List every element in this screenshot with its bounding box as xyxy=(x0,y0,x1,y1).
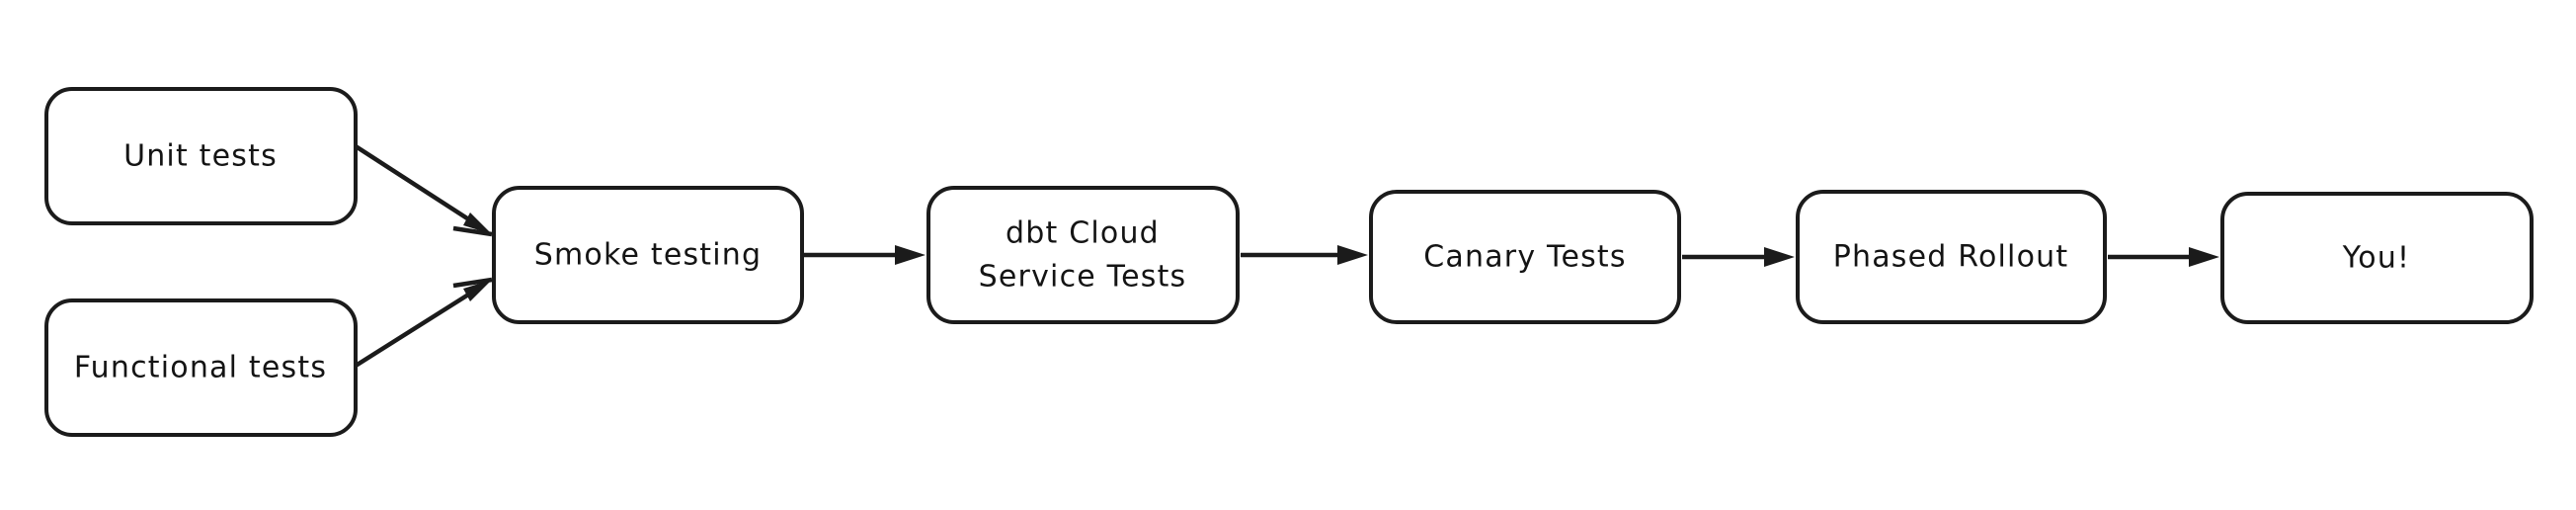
node-canary-tests-label: Canary Tests xyxy=(1423,240,1626,275)
node-you-label: You! xyxy=(2342,241,2411,276)
node-dbt-cloud-service-tests-label-line1: dbt Cloud xyxy=(1006,216,1160,251)
node-phased-rollout-label: Phased Rollout xyxy=(1833,240,2069,275)
node-smoke-testing-box[interactable] xyxy=(492,186,804,324)
node-dbt-cloud-service-tests[interactable]: dbt Cloud Service Tests xyxy=(926,186,1240,324)
node-dbt-cloud-service-tests-box[interactable] xyxy=(926,186,1240,324)
node-functional-tests[interactable]: Functional tests xyxy=(44,298,358,437)
node-functional-tests-box[interactable] xyxy=(44,298,358,437)
edge-dbt-to-canary xyxy=(1241,245,1368,265)
node-canary-tests-box[interactable] xyxy=(1369,190,1681,324)
node-dbt-cloud-service-tests-label-line2: Service Tests xyxy=(979,260,1187,295)
edge-functional-to-smoke xyxy=(354,277,493,368)
node-smoke-testing-label: Smoke testing xyxy=(534,238,763,273)
node-canary-tests[interactable]: Canary Tests xyxy=(1369,190,1681,324)
node-unit-tests-label: Unit tests xyxy=(123,139,278,174)
node-unit-tests-box[interactable] xyxy=(44,87,358,225)
node-functional-tests-label: Functional tests xyxy=(74,351,327,385)
edge-phased-to-you xyxy=(2108,247,2219,267)
node-smoke-testing[interactable]: Smoke testing xyxy=(492,186,804,324)
node-you[interactable]: You! xyxy=(2220,192,2534,324)
node-unit-tests[interactable]: Unit tests xyxy=(44,87,358,225)
edge-canary-to-phased xyxy=(1682,247,1795,267)
node-you-box[interactable] xyxy=(2220,192,2534,324)
node-phased-rollout[interactable]: Phased Rollout xyxy=(1796,190,2107,324)
edge-smoke-to-dbt xyxy=(804,245,926,265)
edge-unit-to-smoke xyxy=(354,144,493,237)
node-phased-rollout-box[interactable] xyxy=(1796,190,2107,324)
